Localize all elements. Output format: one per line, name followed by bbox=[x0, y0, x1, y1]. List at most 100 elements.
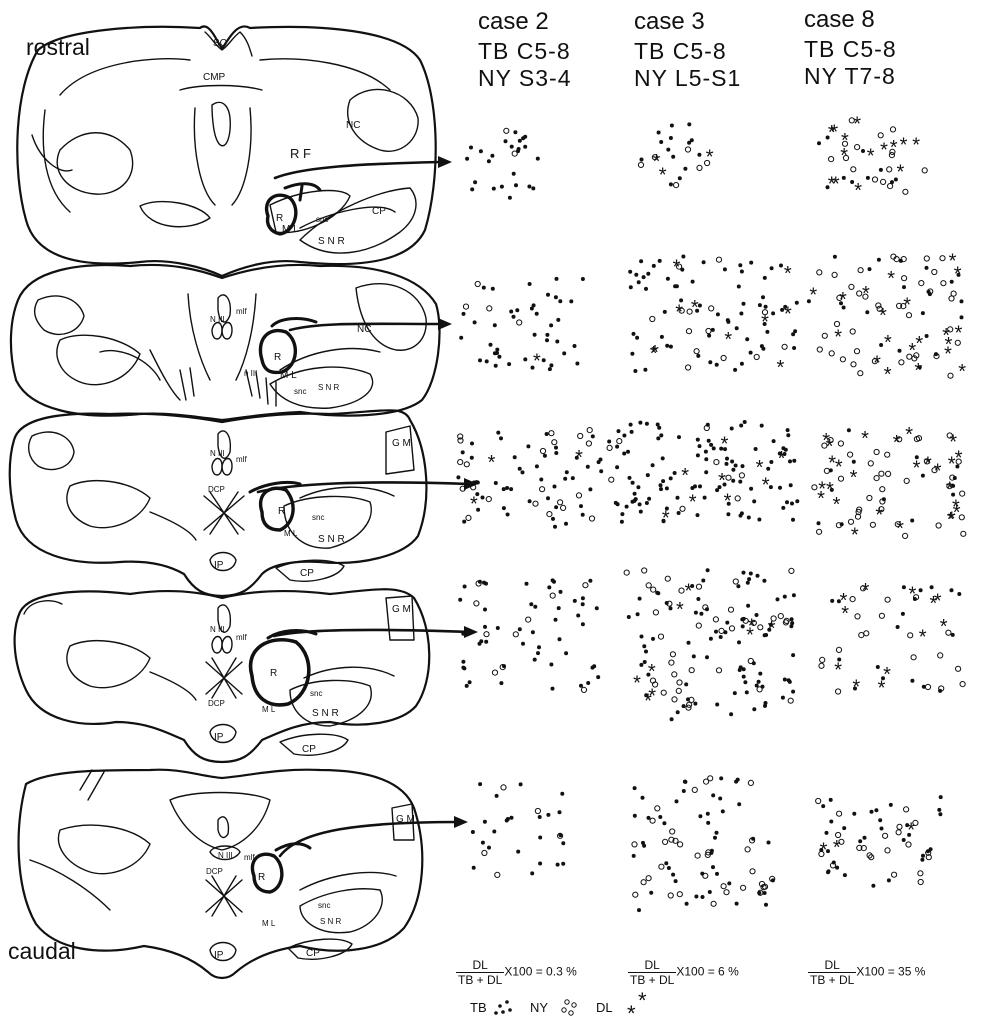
tb-cell-dot bbox=[715, 363, 719, 367]
tb-cell-dot bbox=[669, 606, 673, 610]
tb-cell-dot bbox=[573, 344, 577, 348]
tb-cell-dot bbox=[763, 276, 767, 280]
tb-cell-dot bbox=[591, 666, 595, 670]
tb-cell-dot bbox=[693, 702, 697, 706]
ny-cell-circle bbox=[911, 655, 916, 660]
ny-cell-circle bbox=[632, 842, 637, 847]
tb-cell-dot bbox=[487, 846, 491, 850]
label-r-s5: R bbox=[258, 872, 265, 883]
tb-cell-dot bbox=[671, 873, 675, 877]
ny-cell-circle bbox=[719, 628, 724, 633]
case-8-title: case 8 bbox=[804, 8, 897, 32]
dl-cell-asterisk: * bbox=[721, 433, 729, 455]
tb-cell-dot bbox=[535, 464, 539, 468]
tb-cell-dot bbox=[638, 502, 642, 506]
tb-cell-dot bbox=[921, 311, 925, 315]
case-3-ny: NY L5-S1 bbox=[634, 67, 741, 90]
ny-cell-circle bbox=[922, 168, 927, 173]
tb-cell-dot bbox=[669, 476, 673, 480]
ny-cell-circle bbox=[816, 798, 821, 803]
case-8-ny: NY T7-8 bbox=[804, 65, 897, 88]
tb-cell-dot bbox=[876, 665, 880, 669]
tb-cell-dot bbox=[493, 323, 497, 327]
dl-cell-asterisk: * bbox=[900, 135, 908, 157]
ny-cell-circle bbox=[696, 584, 701, 589]
ny-cell-circle bbox=[549, 431, 554, 436]
tb-cell-dot bbox=[681, 255, 685, 259]
tb-cell-dot bbox=[960, 315, 964, 319]
tb-cell-dot bbox=[791, 690, 795, 694]
tb-cell-dot bbox=[599, 458, 603, 462]
tb-cell-dot bbox=[707, 439, 711, 443]
tb-cell-dot bbox=[528, 282, 532, 286]
tb-cell-dot bbox=[719, 776, 723, 780]
tb-cell-dot bbox=[842, 826, 846, 830]
tb-cell-dot bbox=[779, 264, 783, 268]
tb-cell-dot bbox=[637, 280, 641, 284]
ny-cell-circle bbox=[668, 893, 673, 898]
tb-cell-dot bbox=[642, 275, 646, 279]
tb-cell-dot bbox=[626, 450, 630, 454]
tb-cell-dot bbox=[492, 830, 496, 834]
tb-cell-dot bbox=[537, 645, 541, 649]
ny-cell-circle bbox=[658, 634, 663, 639]
tb-cell-dot bbox=[536, 157, 540, 161]
tb-cell-dot bbox=[651, 463, 655, 467]
tb-cell-dot bbox=[957, 592, 961, 596]
ny-cell-circle bbox=[561, 505, 566, 510]
legend-ny-label: NY bbox=[530, 1000, 548, 1015]
tb-cell-dot bbox=[478, 358, 482, 362]
tb-cell-dot bbox=[639, 510, 643, 514]
dl-cell-asterisk: * bbox=[828, 173, 836, 195]
ny-cell-circle bbox=[938, 653, 943, 658]
ny-cell-circle bbox=[864, 631, 869, 636]
tb-cell-dot bbox=[696, 513, 700, 517]
tb-cell-dot bbox=[641, 841, 645, 845]
dl-cell-asterisk: * bbox=[905, 424, 913, 446]
label-ip-s3: IP bbox=[214, 560, 224, 571]
label-snc-s5: snc bbox=[318, 901, 330, 910]
ny-cell-circle bbox=[822, 333, 827, 338]
tb-cell-dot bbox=[747, 577, 751, 581]
tb-cell-dot bbox=[874, 808, 878, 812]
ny-cell-circle bbox=[748, 780, 753, 785]
case-3-tb: TB C5-8 bbox=[634, 40, 741, 63]
tb-cell-dot bbox=[771, 311, 775, 315]
tb-cell-dot bbox=[766, 467, 770, 471]
tb-cell-dot bbox=[790, 617, 794, 621]
tb-cell-dot bbox=[617, 429, 621, 433]
tb-cell-dot bbox=[479, 149, 483, 153]
tb-cell-dot bbox=[726, 512, 730, 516]
tb-cell-dot bbox=[758, 672, 762, 676]
tb-cell-dot bbox=[825, 831, 829, 835]
tb-cell-dot bbox=[725, 462, 729, 466]
ny-cell-circle bbox=[661, 690, 666, 695]
dl-cell-asterisk: * bbox=[907, 819, 915, 841]
ny-cell-circle bbox=[936, 523, 941, 528]
tb-cell-dot bbox=[671, 155, 675, 159]
ny-cell-circle bbox=[848, 519, 853, 524]
ny-cell-circle bbox=[748, 658, 753, 663]
dl-cell-asterisk: * bbox=[718, 470, 726, 492]
tb-cell-dot bbox=[633, 369, 637, 373]
label-r: R bbox=[276, 213, 283, 224]
tb-cell-dot bbox=[558, 637, 562, 641]
dl-cell-asterisk: * bbox=[954, 263, 962, 285]
label-ml-s2: M L bbox=[280, 370, 297, 381]
ny-cell-circle bbox=[540, 487, 545, 492]
ny-cell-circle bbox=[817, 347, 822, 352]
tb-cell-dot bbox=[696, 597, 700, 601]
ny-cell-circle bbox=[484, 632, 489, 637]
case-3-formula: DLTB + DLX100 = 6 % bbox=[628, 958, 739, 987]
dl-cell-asterisk: * bbox=[648, 661, 656, 683]
tb-cell-dot bbox=[525, 582, 529, 586]
tb-cell-dot bbox=[462, 520, 466, 524]
ny-cell-circle bbox=[836, 647, 841, 652]
tb-cell-dot bbox=[852, 812, 856, 816]
tb-cell-dot bbox=[749, 351, 753, 355]
tb-cell-dot bbox=[505, 486, 509, 490]
tb-cell-dot bbox=[716, 312, 720, 316]
tb-cell-dot bbox=[704, 457, 708, 461]
tb-cell-dot bbox=[545, 432, 549, 436]
